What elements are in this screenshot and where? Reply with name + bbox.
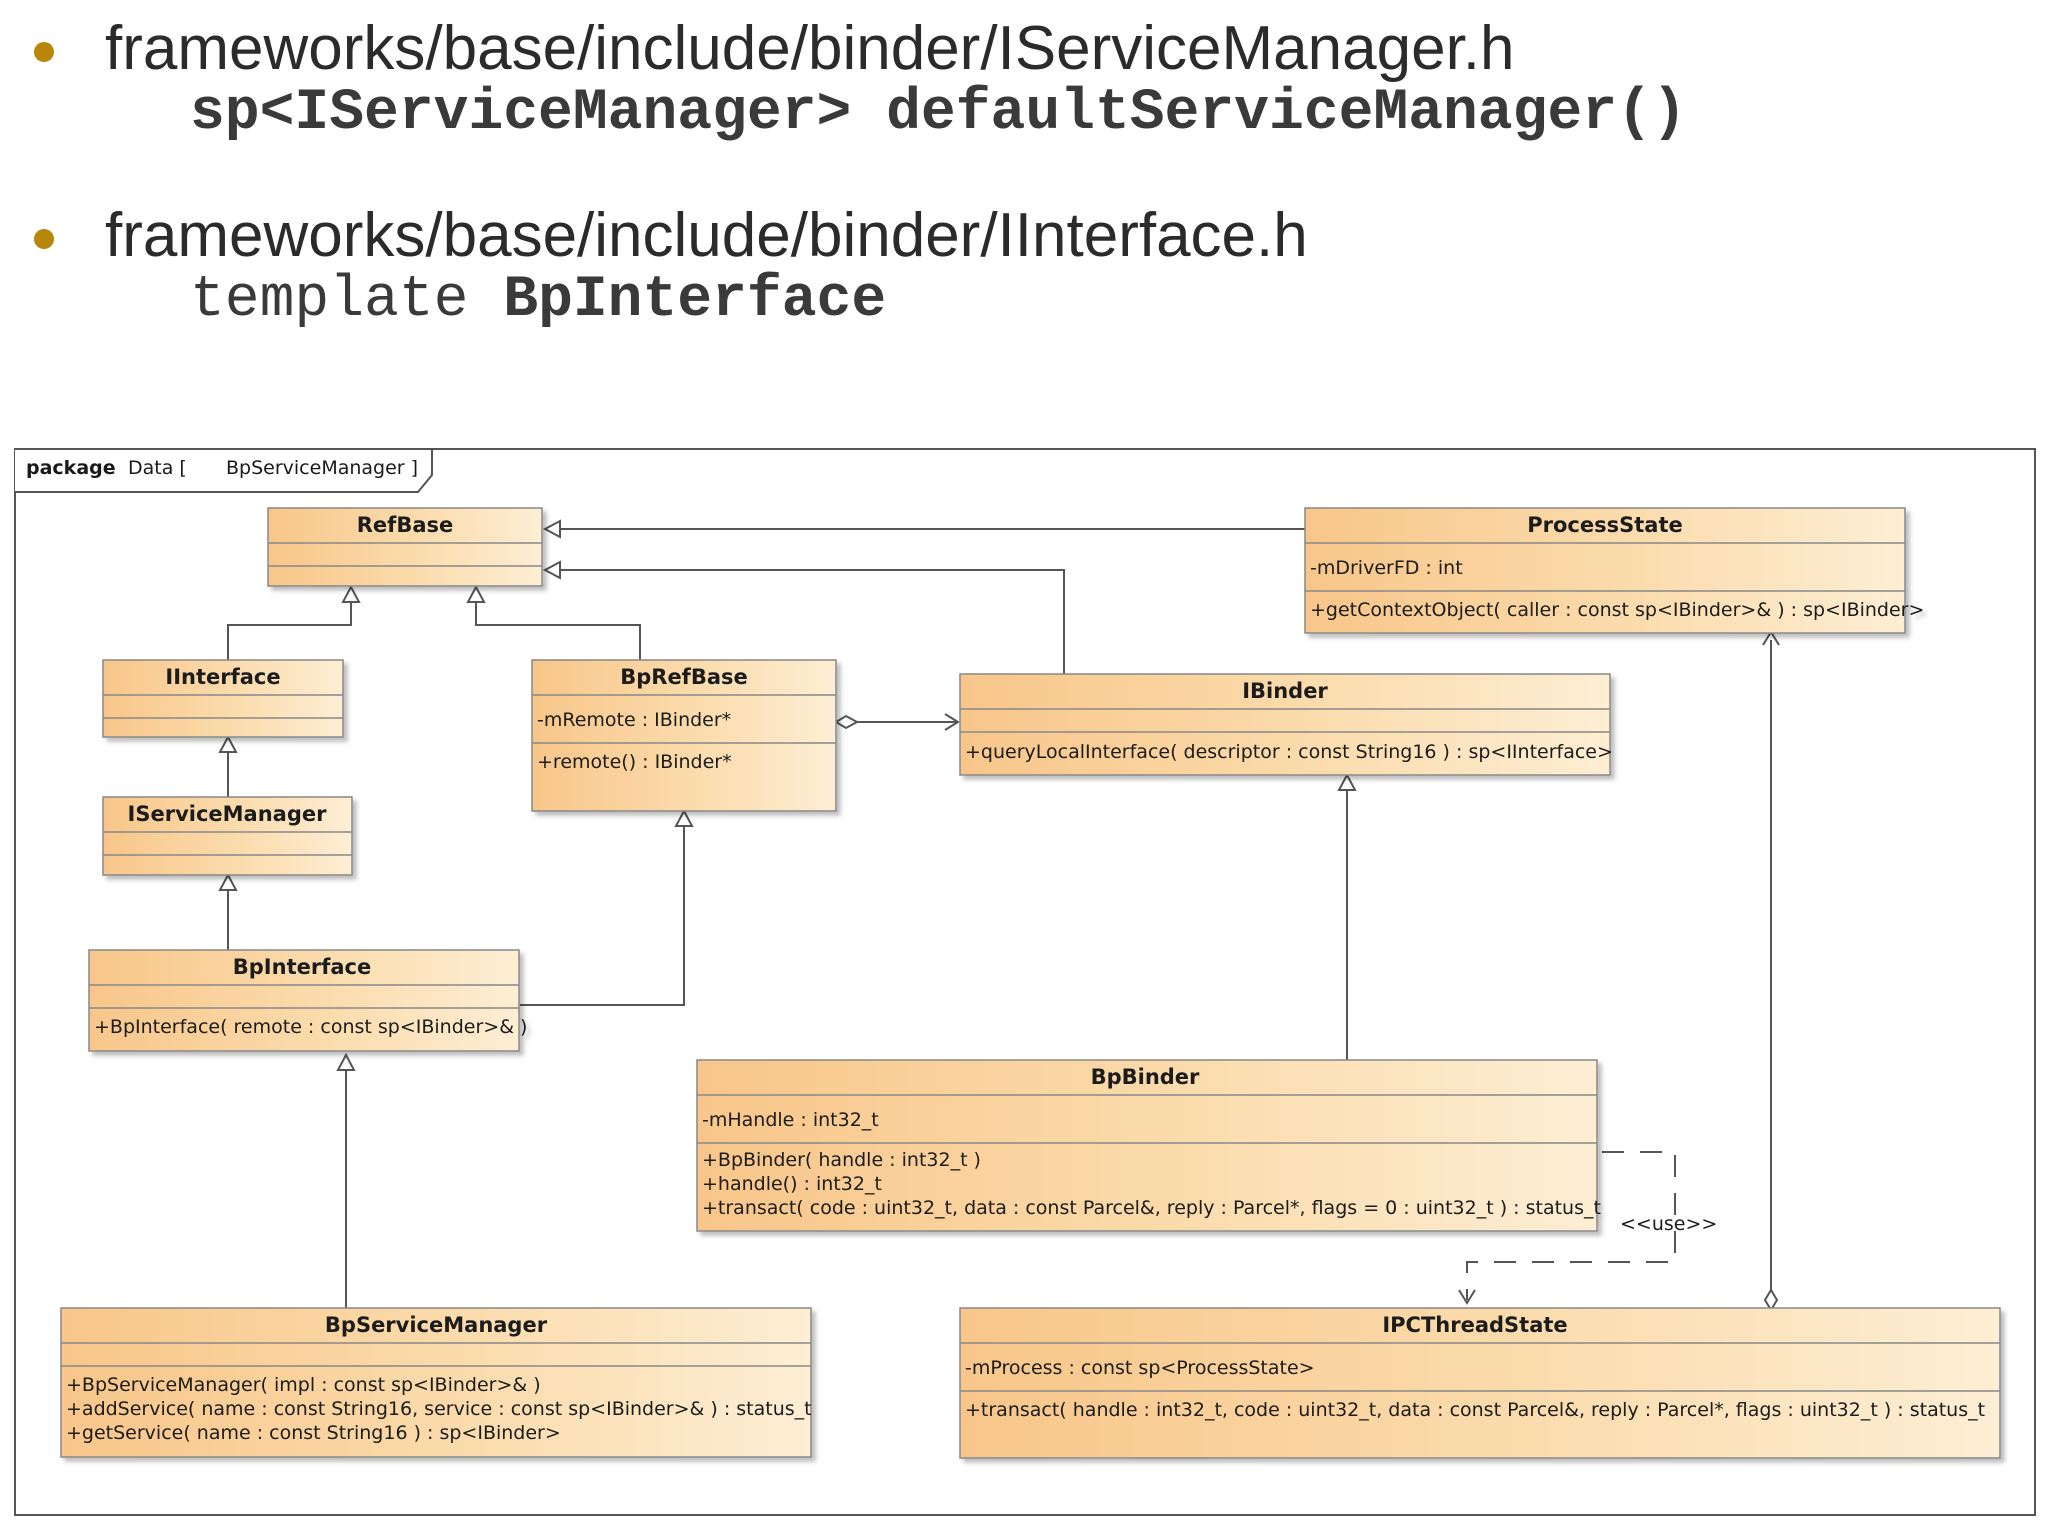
class-bpservicemanager[interactable]: BpServiceManager +BpServiceManager( impl…	[60, 1307, 812, 1458]
class-name: ProcessState	[1527, 513, 1682, 537]
class-name: IPCThreadState	[1382, 1313, 1567, 1337]
relationships	[227, 528, 1772, 1308]
header-code: template BpInterface	[190, 268, 887, 333]
aggregation-diamond	[834, 714, 860, 730]
class-bprefbase[interactable]: BpRefBase -mRemote : IBinder* +remote() …	[531, 659, 837, 812]
class-name: IServiceManager	[128, 802, 328, 826]
generalization-arrow	[218, 734, 238, 753]
generalization-line	[227, 602, 352, 660]
header-path: frameworks/base/include/binder/IServiceM…	[105, 14, 1515, 83]
class-operation: +getContextObject( caller : const sp<IBi…	[1310, 599, 1924, 621]
class-iinterface[interactable]: IInterface	[102, 659, 344, 738]
package-label: Data [	[128, 457, 187, 479]
class-operation: +remote() : IBinder*	[537, 751, 732, 773]
use-stereotype-label: <<use>>	[1620, 1213, 1717, 1235]
generalization-arrow	[336, 1052, 356, 1071]
header-path: frameworks/base/include/binder/IInterfac…	[105, 201, 1308, 270]
generalization-arrow	[218, 872, 238, 891]
generalization-line	[560, 569, 1065, 674]
generalization-line	[475, 602, 641, 660]
dependency-line	[1466, 1151, 1676, 1300]
generalization-arrow	[542, 519, 561, 539]
class-operation: +getService( name : const String16 ) : s…	[66, 1422, 561, 1444]
generalization-arrow	[1337, 772, 1357, 791]
bullet-dot	[34, 229, 54, 249]
class-operation: +BpServiceManager( impl : const sp<IBind…	[66, 1374, 541, 1396]
class-operation: +addService( name : const String16, serv…	[66, 1398, 812, 1420]
class-attribute: -mRemote : IBinder*	[537, 709, 731, 731]
class-name: BpServiceManager	[325, 1313, 548, 1337]
header-code: sp<IServiceManager> defaultServiceManage…	[190, 81, 1687, 146]
dependency-arrow	[1458, 1289, 1476, 1305]
class-refbase[interactable]: RefBase	[267, 507, 543, 587]
class-ibinder[interactable]: IBinder +queryLocalInterface( descriptor…	[959, 673, 1613, 776]
class-attribute: -mDriverFD : int	[1310, 557, 1463, 579]
class-name: RefBase	[357, 513, 453, 537]
bullet-dot	[34, 42, 54, 62]
generalization-line	[520, 826, 685, 1006]
class-name: BpInterface	[233, 955, 371, 979]
package-name: BpServiceManager ]	[226, 457, 418, 479]
generalization-arrow	[341, 584, 361, 603]
generalization-arrow	[542, 560, 561, 580]
class-operation: +transact( handle : int32_t, code : uint…	[965, 1399, 1985, 1421]
package-keyword: package	[26, 457, 116, 479]
class-operation: +transact( code : uint32_t, data : const…	[702, 1197, 1601, 1219]
class-ipcthreadstate[interactable]: IPCThreadState -mProcess : const sp<Proc…	[959, 1307, 2001, 1459]
class-attribute: -mHandle : int32_t	[702, 1109, 879, 1131]
arrowheads	[218, 519, 1780, 1312]
class-operation: +BpBinder( handle : int32_t )	[702, 1149, 981, 1171]
class-iservicemanager[interactable]: IServiceManager	[102, 796, 353, 876]
generalization-arrow	[466, 584, 486, 603]
class-name: BpRefBase	[620, 665, 748, 689]
navigation-arrow	[944, 713, 960, 731]
class-bpbinder[interactable]: BpBinder -mHandle : int32_t +BpBinder( h…	[696, 1059, 1601, 1232]
generalization-arrow	[674, 808, 694, 827]
class-attribute: -mProcess : const sp<ProcessState>	[965, 1357, 1315, 1379]
class-name: BpBinder	[1091, 1065, 1200, 1089]
class-operation: +BpInterface( remote : const sp<IBinder>…	[94, 1016, 527, 1038]
class-bpinterface[interactable]: BpInterface +BpInterface( remote : const…	[88, 949, 527, 1052]
class-processstate[interactable]: ProcessState -mDriverFD : int +getContex…	[1304, 507, 1924, 634]
class-operation: +queryLocalInterface( descriptor : const…	[965, 741, 1613, 763]
class-name: IInterface	[165, 665, 280, 689]
class-name: IBinder	[1242, 679, 1328, 703]
class-operation: +handle() : int32_t	[702, 1173, 882, 1195]
